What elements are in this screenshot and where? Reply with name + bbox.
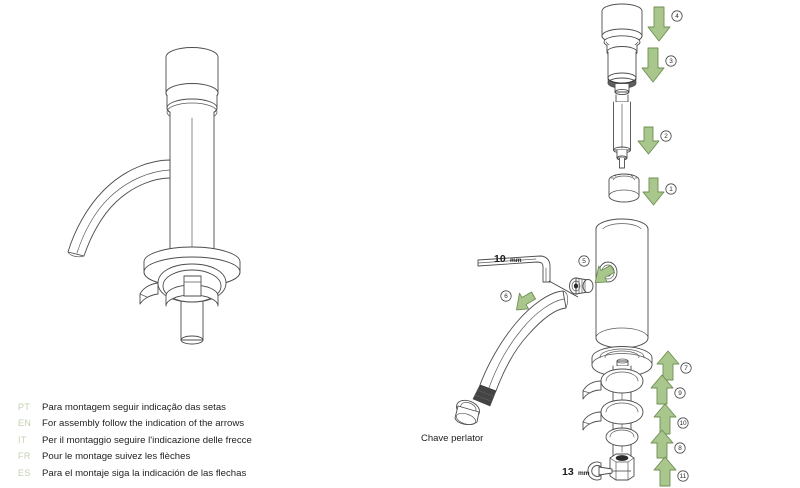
part-spout	[454, 290, 569, 426]
arrow-callout-7: 7	[656, 350, 692, 381]
part-handle-cap	[601, 3, 643, 44]
part-aerator	[454, 399, 480, 426]
arrow-callout-3: 3	[641, 47, 677, 83]
aerator-key-caption: Chave perlator	[421, 433, 483, 444]
arrow-callout-1: 1	[642, 177, 677, 206]
callout-number-2: 2	[664, 133, 668, 140]
part-body-cylinder	[595, 218, 649, 349]
legend-text-en: For assembly follow the indication of th…	[42, 418, 245, 430]
legend-text-fr: Pour le montage suivez les flèches	[42, 451, 191, 463]
part-inlet-fitting	[569, 277, 594, 295]
legend-code-fr: FR	[18, 451, 31, 462]
instructions-legend: PT Para montagem seguir indicação das se…	[18, 402, 318, 484]
faucet-mounting-base	[139, 246, 241, 345]
part-cartridge-head	[603, 35, 641, 89]
tool-wrench	[587, 461, 613, 481]
arrow-callout-9: 9	[650, 374, 686, 405]
legend-row-it: IT Per il montaggio seguire l'indicazion…	[18, 435, 318, 451]
part-hex-nut	[609, 453, 635, 481]
arrow-callout-8: 8	[650, 429, 686, 459]
part-valve-stem	[613, 83, 631, 169]
legend-row-pt: PT Para montagem seguir indicação das se…	[18, 402, 318, 418]
arrow-callout-2: 2	[637, 126, 672, 155]
faucet-spout	[67, 159, 171, 258]
callout-number-5: 5	[582, 258, 586, 265]
hex-key-size-unit: mm	[510, 257, 522, 264]
part-upper-bracket	[582, 368, 644, 400]
legend-code-es: ES	[18, 467, 31, 478]
callout-number-3: 3	[669, 58, 673, 65]
legend-row-es: ES Para el montaje siga la indicación de…	[18, 468, 318, 484]
callout-number-10: 10	[679, 420, 687, 427]
callout-number-9: 9	[678, 390, 682, 397]
arrow-callout-6: 6	[500, 290, 536, 311]
callout-number-7: 7	[684, 365, 688, 372]
hex-key-size-label: 10	[494, 253, 506, 265]
arrow-callout-11: 11	[653, 456, 689, 487]
tool-hex-key	[477, 255, 551, 283]
callout-number-1: 1	[669, 186, 673, 193]
legend-text-es: Para el montaje siga la indicación de la…	[42, 467, 247, 479]
wrench-size-label: 13	[562, 466, 574, 478]
callout-number-8: 8	[678, 445, 682, 452]
legend-code-en: EN	[18, 418, 32, 429]
legend-code-it: IT	[18, 434, 27, 445]
callout-number-11: 11	[680, 473, 687, 480]
wrench-size-unit: mm	[578, 470, 590, 477]
callout-number-4: 4	[675, 13, 679, 20]
arrow-callout-10: 10	[653, 403, 689, 435]
legend-text-pt: Para montagem seguir indicação das setas	[42, 402, 226, 413]
faucet-handle-cap	[165, 47, 219, 122]
arrow-callout-4: 4	[647, 6, 683, 42]
legend-row-fr: FR Pour le montage suivez les flèches	[18, 451, 318, 467]
legend-text-it: Per il montaggio seguire l'indicazione d…	[42, 434, 252, 446]
arrow-callout-5: 5	[578, 255, 616, 284]
part-aerator-key	[452, 378, 478, 406]
part-mid-bracket	[582, 399, 644, 431]
legend-row-en: EN For assembly follow the indication of…	[18, 418, 318, 434]
part-lower-clamp	[605, 427, 639, 447]
leader-hex-key-to-fitting	[548, 280, 579, 298]
callout-number-6: 6	[504, 293, 508, 300]
legend-code-pt: PT	[18, 402, 31, 412]
part-retaining-ring	[608, 173, 640, 203]
